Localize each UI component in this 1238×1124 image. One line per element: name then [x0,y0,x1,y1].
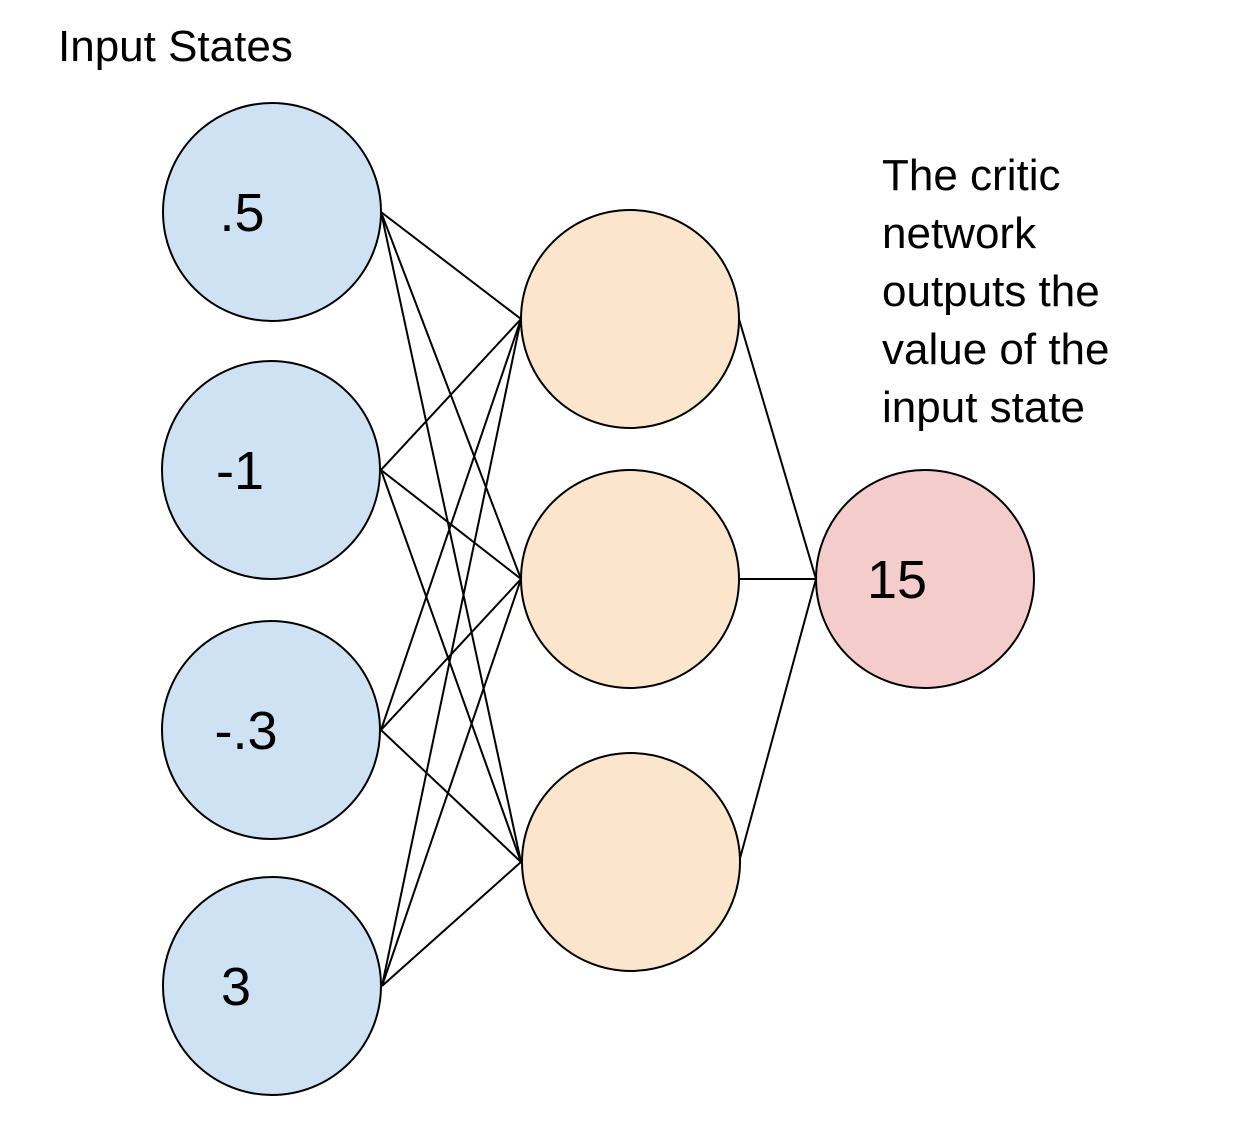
edge-input2-hidden1 [380,318,522,471]
edge-input4-hidden1 [381,318,522,987]
edges-group [380,211,817,987]
input-node-2 [161,360,381,580]
nodes-group [161,102,1035,1096]
edge-hidden3-output [738,578,817,863]
annotation-text: The critic network outputs the value of … [882,151,1110,432]
diagram-title: Input States [58,22,293,71]
edge-input3-hidden1 [380,318,522,731]
input-node-2-label: -1 [216,441,264,501]
edge-input1-hidden1 [380,211,522,320]
edge-input1-hidden3 [380,211,522,863]
input-node-3-label: -.3 [214,701,277,761]
input-node-3 [161,620,381,840]
hidden-node-2 [520,469,740,689]
input-node-4 [162,876,382,1096]
node-labels-group: .5 -1 -.3 3 15 [214,183,927,1017]
hidden-node-3 [521,752,741,972]
edge-input3-hidden3 [380,729,522,863]
output-node [815,469,1035,689]
edge-hidden1-output [738,318,817,580]
input-node-1 [162,102,382,322]
edge-input4-hidden2 [381,578,522,987]
edge-input2-hidden3 [380,469,522,863]
input-node-4-label: 3 [221,957,251,1017]
output-node-label: 15 [867,550,927,610]
edge-input4-hidden3 [381,861,522,987]
hidden-node-1 [520,209,740,429]
input-node-1-label: .5 [219,183,264,243]
